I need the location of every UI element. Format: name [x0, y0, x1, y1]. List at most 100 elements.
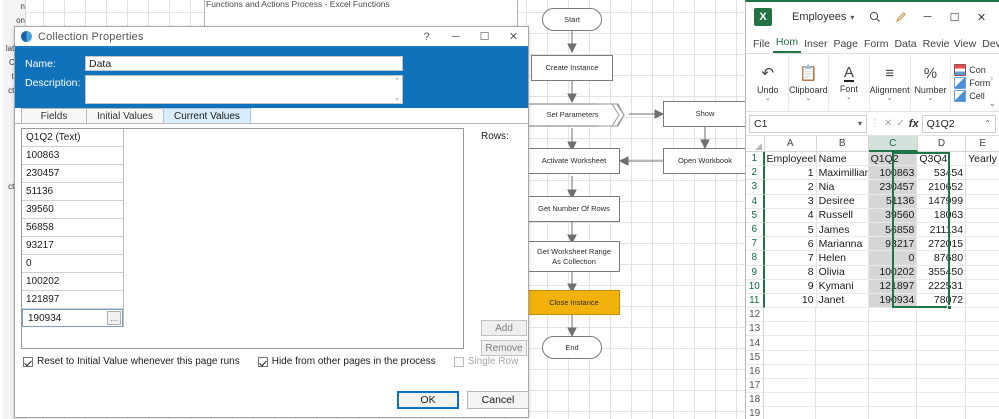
row-header-19[interactable]: 19	[746, 407, 765, 419]
column-header-D[interactable]: D	[917, 136, 967, 152]
close-button[interactable]: ✕	[508, 31, 519, 43]
cell-E5[interactable]	[966, 209, 999, 223]
cell-B19[interactable]	[816, 407, 869, 419]
cancel-button[interactable]: Cancel	[467, 391, 529, 409]
name-box[interactable]: C1 ▾	[749, 114, 867, 133]
description-input[interactable]: ⌃ ⌄	[85, 75, 403, 104]
dialog-tab-fields[interactable]: Fields	[21, 108, 87, 123]
row-header-4[interactable]: 4	[746, 194, 765, 209]
cell-C12[interactable]	[868, 308, 918, 323]
collection-cell-8[interactable]: 121897	[22, 291, 123, 309]
cell-C18[interactable]	[868, 393, 918, 408]
row-header-5[interactable]: 5	[746, 208, 765, 223]
dialog-tab-current-values[interactable]: Current Values	[162, 108, 251, 123]
help-button[interactable]: ?	[423, 30, 430, 43]
cell-D11[interactable]: 78072	[917, 293, 967, 309]
cell-B10[interactable]: Kymani	[816, 279, 869, 294]
cell-A7[interactable]: 6	[764, 237, 817, 252]
formula-expand-icon[interactable]: ⌃	[984, 119, 991, 128]
cell-A10[interactable]: 9	[764, 279, 817, 294]
cell-C3[interactable]: 230457	[868, 180, 918, 195]
ribbon-group-clipboard[interactable]: 📋Clipboard⌄	[789, 54, 830, 111]
name-input[interactable]: Data	[85, 56, 403, 71]
cell-B11[interactable]: Janet	[816, 293, 869, 309]
cell-E1[interactable]: Yearly	[966, 152, 999, 167]
cell-B6[interactable]: James	[816, 222, 869, 238]
row-header-15[interactable]: 15	[746, 350, 765, 365]
cell-C6[interactable]: 56858	[868, 222, 918, 238]
ribbon-button-conditional-formatting[interactable]: Con	[954, 63, 999, 76]
row-header-3[interactable]: 3	[746, 180, 765, 195]
row-header-17[interactable]: 17	[746, 379, 765, 394]
ribbon-group-undo[interactable]: ↶Undo⌄	[748, 54, 789, 111]
checkbox-box-icon[interactable]	[257, 356, 268, 367]
cell-B14[interactable]	[816, 336, 869, 351]
cell-C16[interactable]	[868, 364, 918, 379]
cell-D16[interactable]	[917, 364, 967, 379]
cell-B1[interactable]: Name	[816, 152, 869, 167]
collection-cell-7[interactable]: 100202	[22, 273, 123, 291]
cell-A5[interactable]: 4	[764, 208, 817, 223]
cell-D4[interactable]: 147999	[917, 194, 967, 209]
cell-C19[interactable]	[869, 407, 918, 419]
maximize-button[interactable]: ☐	[949, 11, 960, 24]
collection-cell-6[interactable]: 0	[22, 255, 123, 273]
cell-E10[interactable]	[966, 280, 999, 294]
cell-A17[interactable]	[764, 379, 817, 394]
cell-B8[interactable]: Helen	[816, 251, 869, 266]
excel-tab-inser[interactable]: Inser	[804, 38, 828, 50]
row-header-14[interactable]: 14	[746, 336, 765, 351]
cell-D17[interactable]	[917, 379, 967, 394]
cell-C15[interactable]	[868, 350, 918, 365]
column-header-A[interactable]: A	[764, 136, 817, 152]
chevron-down-icon[interactable]: ⌄	[805, 95, 812, 102]
checkbox-reset-initial[interactable]: Reset to Initial Value whenever this pag…	[23, 356, 240, 367]
cell-B16[interactable]	[816, 364, 869, 379]
cell-ellipsis-button[interactable]: ...	[107, 311, 121, 325]
search-icon[interactable]	[862, 5, 888, 29]
sidebar-item-0[interactable]: n	[20, 2, 25, 11]
chevron-down-icon[interactable]: ⌄	[927, 95, 934, 102]
cell-D1[interactable]: Q3Q4	[917, 152, 967, 167]
cell-E7[interactable]	[966, 237, 999, 252]
cell-D8[interactable]: 87680	[917, 251, 967, 266]
cell-D9[interactable]: 355450	[917, 265, 967, 280]
cell-D12[interactable]	[917, 308, 967, 323]
cell-E8[interactable]	[966, 251, 999, 266]
cell-D18[interactable]	[917, 393, 967, 408]
column-header-B[interactable]: B	[816, 136, 869, 152]
cell-B13[interactable]	[816, 322, 869, 337]
cell-D3[interactable]: 210652	[917, 180, 967, 195]
cell-D13[interactable]	[917, 322, 967, 337]
cell-D2[interactable]: 53454	[917, 166, 967, 181]
cell-C14[interactable]	[868, 336, 918, 351]
chevron-down-icon[interactable]: ▾	[850, 12, 855, 22]
cell-B18[interactable]	[816, 393, 869, 408]
cell-C7[interactable]: 93217	[868, 237, 918, 252]
row-header-9[interactable]: 9	[746, 265, 765, 280]
cell-A13[interactable]	[764, 322, 817, 337]
row-header-12[interactable]: 12	[746, 308, 765, 323]
cell-C4[interactable]: 51136	[868, 194, 918, 209]
cell-A1[interactable]: EmployeeID	[764, 152, 817, 167]
formula-confirm-icon[interactable]: ✓	[896, 118, 905, 129]
cell-B15[interactable]	[816, 350, 869, 365]
cell-A18[interactable]	[764, 393, 817, 408]
cell-C5[interactable]: 39560	[868, 208, 918, 223]
excel-worksheet-grid[interactable]: ABCDE1EmployeeIDNameQ1Q2Q3Q4Yearly21Maxi…	[746, 136, 999, 419]
excel-tab-hom[interactable]: Hom	[772, 35, 802, 53]
formula-input[interactable]: Q1Q2 ⌃	[921, 114, 996, 133]
cell-C10[interactable]: 121897	[868, 279, 918, 294]
column-header-C[interactable]: C	[868, 136, 918, 152]
description-scrollbar[interactable]: ⌃ ⌄	[391, 76, 402, 103]
collection-cell-4[interactable]: 56858	[22, 219, 123, 237]
cell-C8[interactable]: 0	[868, 251, 918, 266]
cell-B7[interactable]: Marianna	[816, 237, 869, 252]
cell-E6[interactable]	[966, 223, 999, 238]
cell-E12[interactable]	[966, 308, 999, 323]
cell-A6[interactable]: 5	[764, 222, 817, 238]
collection-cell-9[interactable]: 190934...	[22, 309, 123, 327]
cell-B3[interactable]: Nia	[816, 180, 869, 195]
